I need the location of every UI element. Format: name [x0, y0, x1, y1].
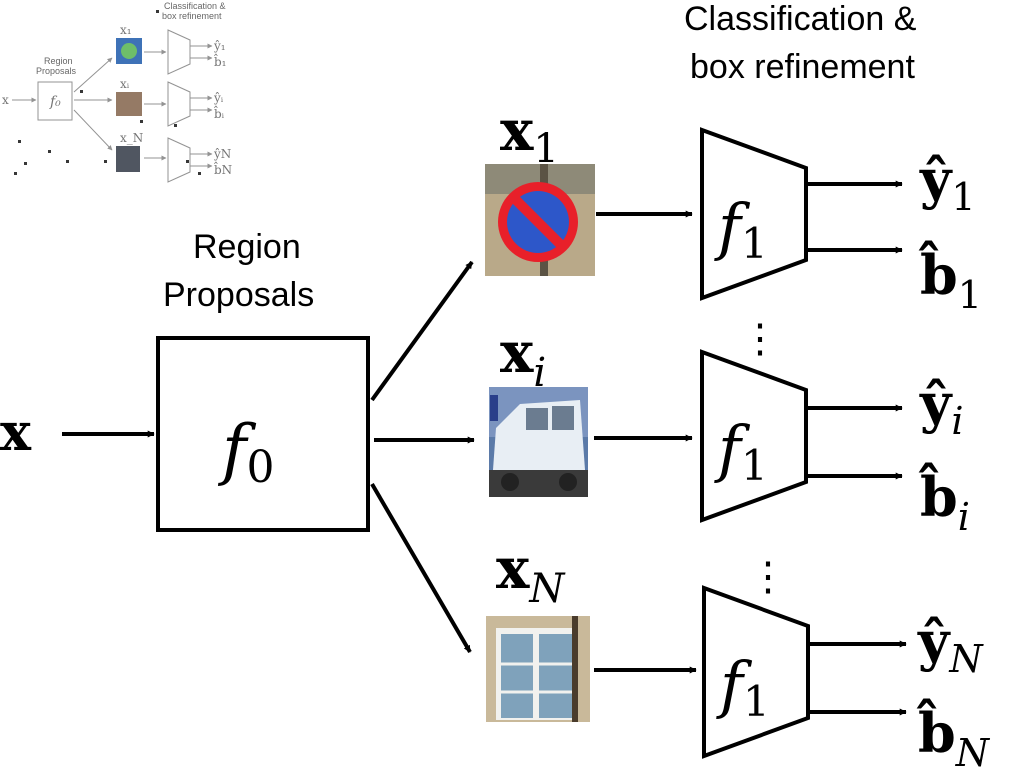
- f0-label: f0: [217, 411, 274, 493]
- thumbnail-crop-2-label: xᵢ: [120, 77, 130, 91]
- output-yi: ŷi: [919, 371, 964, 443]
- thumbnail-arrow-bottom: [73, 109, 113, 151]
- thumbnail-header-line2: box refinement: [162, 11, 222, 21]
- arrow-f0-to-crop-N: [370, 482, 472, 654]
- header-title-line1: Classification &: [684, 0, 917, 38]
- f0-box: [156, 336, 370, 532]
- crop-i-image: [489, 387, 588, 497]
- thumbnail-yi: ŷᵢ: [213, 91, 224, 105]
- output-bi: b̂i: [918, 462, 970, 539]
- input-x-label: x: [0, 402, 32, 463]
- thumbnail-header-line1: Classification &: [164, 1, 226, 11]
- thumbnail-yN: ŷN: [213, 147, 231, 161]
- thumbnail-crop-2: [116, 92, 142, 116]
- region-label-line1: Region: [193, 228, 301, 266]
- thumbnail-crop-1-sign: [121, 43, 137, 59]
- output-yN: ŷN: [917, 609, 984, 681]
- thumbnail-region-line2: Proposals: [36, 66, 77, 76]
- f1-block-middle: [700, 349, 808, 523]
- thumbnail-input-label: x: [2, 93, 9, 107]
- thumbnail-crop-3: [116, 146, 140, 172]
- crop-1-image: [485, 164, 595, 276]
- crop-i-label: xi: [500, 320, 546, 396]
- output-bN: b̂N: [916, 698, 991, 775]
- f1-block-top: [700, 127, 808, 301]
- thumbnail-f1-top: [167, 29, 191, 75]
- thumbnail-f1-bottom: [167, 137, 191, 183]
- crop-N-label: xN: [496, 536, 566, 612]
- ellipsis-upper: ⋮: [740, 316, 780, 362]
- output-y1: ŷ1: [919, 147, 976, 219]
- f1-bottom-label: f1: [716, 648, 770, 726]
- ellipsis-lower: ⋮: [748, 554, 788, 600]
- region-label-line2: Proposals: [163, 276, 314, 314]
- crop-1-sign-bar: [512, 196, 564, 248]
- thumbnail-noise-dots: [14, 10, 201, 175]
- f1-block-bottom: [702, 585, 810, 759]
- thumbnail-f0-box: [37, 81, 73, 121]
- thumbnail-region-line1: Region: [44, 56, 73, 66]
- thumbnail-f0-label: f₀: [49, 94, 61, 110]
- thumbnail-bi: b̂ᵢ: [214, 104, 225, 121]
- crop-N-image: [486, 616, 590, 722]
- f1-top-label: f1: [714, 190, 768, 268]
- thumbnail-bN: b̂N: [214, 160, 232, 177]
- thumbnail-f1-mid: [167, 81, 191, 127]
- thumbnail-crop-1-label: x₁: [120, 23, 132, 37]
- thumbnail-b1: b̂₁: [214, 52, 227, 69]
- output-b1: b̂1: [918, 240, 982, 317]
- thumbnail-crop-3-label: x_N: [120, 131, 143, 145]
- thumbnail-diagram: Classification & box refinement Region P…: [2, 1, 232, 183]
- header-title-line2: box refinement: [690, 48, 915, 86]
- arrow-f0-to-crop-1: [370, 260, 474, 402]
- thumbnail-y1: ŷ₁: [213, 39, 226, 53]
- crop-1-label: x1: [500, 98, 559, 172]
- thumbnail-arrow-top: [73, 57, 113, 93]
